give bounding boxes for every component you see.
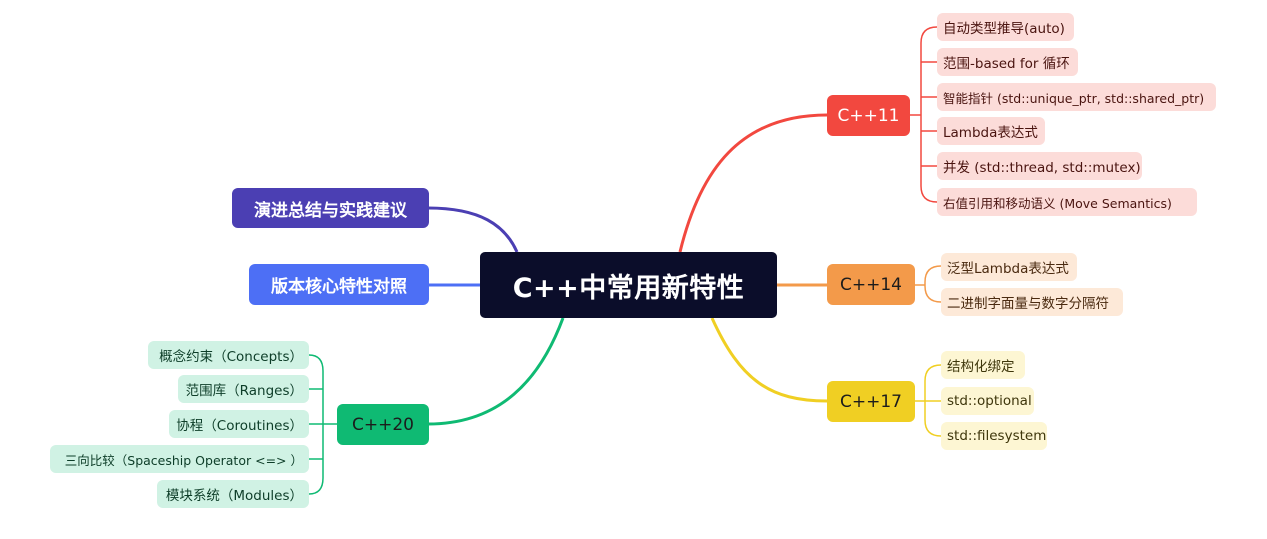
cpp11-item-move-semantics[interactable]: 右值引用和移动语义 (Move Semantics) xyxy=(937,188,1197,216)
cpp11-bracket xyxy=(910,26,938,203)
branch-cpp11[interactable]: C++11 xyxy=(827,95,910,136)
link-root-cpp20 xyxy=(427,317,565,426)
root-topic[interactable]: C++中常用新特性 xyxy=(480,252,777,318)
cpp11-item-lambda[interactable]: Lambda表达式 xyxy=(937,117,1045,145)
cpp17-bracket xyxy=(915,364,942,437)
branch-compare[interactable]: 版本核心特性对照 xyxy=(249,264,429,305)
cpp11-item-range-for[interactable]: 范围-based for 循环 xyxy=(937,48,1078,76)
link-root-cpp11 xyxy=(678,113,828,253)
cpp14-bracket xyxy=(915,265,942,303)
cpp20-item-coroutines[interactable]: 协程（Coroutines） xyxy=(169,410,309,438)
cpp14-item-generic-lambda[interactable]: 泛型Lambda表达式 xyxy=(941,253,1077,281)
cpp20-item-spaceship[interactable]: 三向比较（Spaceship Operator <=> ） xyxy=(50,445,309,473)
cpp11-item-auto[interactable]: 自动类型推导(auto) xyxy=(937,13,1074,41)
cpp17-item-filesystem[interactable]: std::filesystem xyxy=(941,422,1047,450)
cpp17-item-structured-binding[interactable]: 结构化绑定 xyxy=(941,351,1025,379)
cpp20-item-ranges[interactable]: 范围库（Ranges） xyxy=(178,375,309,403)
branch-cpp20[interactable]: C++20 xyxy=(337,404,429,445)
cpp20-bracket xyxy=(308,354,337,495)
link-root-cpp17 xyxy=(710,317,828,403)
cpp17-item-optional[interactable]: std::optional xyxy=(941,387,1034,415)
link-root-summary xyxy=(427,206,519,253)
branch-cpp17[interactable]: C++17 xyxy=(827,381,915,422)
branch-cpp14[interactable]: C++14 xyxy=(827,264,915,305)
cpp11-item-concurrency[interactable]: 并发 (std::thread, std::mutex) xyxy=(937,152,1142,180)
cpp11-item-smart-pointers[interactable]: 智能指针 (std::unique_ptr, std::shared_ptr) xyxy=(937,83,1216,111)
branch-summary[interactable]: 演进总结与实践建议 xyxy=(232,188,429,228)
cpp20-item-concepts[interactable]: 概念约束（Concepts） xyxy=(148,341,309,369)
cpp14-item-binary-literals[interactable]: 二进制字面量与数字分隔符 xyxy=(941,288,1123,316)
cpp20-item-modules[interactable]: 模块系统（Modules） xyxy=(157,480,309,508)
